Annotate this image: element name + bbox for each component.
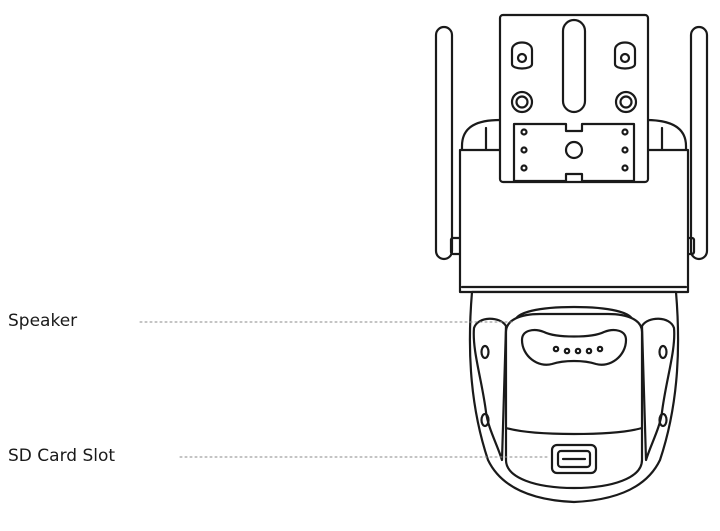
camera-head: [504, 312, 644, 490]
grip-screw: [480, 344, 490, 360]
antenna-left: [434, 25, 454, 261]
grip-screw: [658, 412, 668, 428]
grip-screw: [480, 412, 490, 428]
side-grip-left: [472, 317, 508, 462]
head-panel-line: [504, 426, 644, 436]
speaker-label: Speaker: [8, 311, 78, 331]
mounting-bracket: [498, 13, 650, 184]
sd-card-slot-label: SD Card Slot: [8, 446, 116, 466]
lens-band: [520, 329, 628, 366]
grip-screw: [658, 344, 668, 360]
sd-card-slot: [550, 443, 598, 475]
side-grip-right: [640, 317, 676, 462]
antenna-right: [689, 25, 709, 261]
indicator-dots: [552, 345, 604, 355]
